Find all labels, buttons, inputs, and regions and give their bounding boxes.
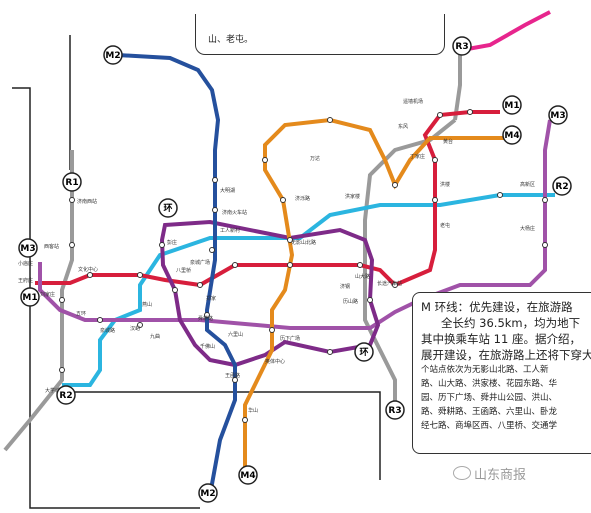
badge-M2-top: M2 [103, 45, 123, 65]
badge-R3-top: R3 [452, 36, 472, 56]
station-label: 高新区 [520, 181, 535, 188]
station-label: 西客站 [44, 243, 59, 250]
badge-M3-west: M3 [18, 238, 38, 258]
svg-text:M2: M2 [200, 489, 215, 499]
station-label: 王函路 [225, 372, 240, 379]
callout-line: 全长约 36.5km，均为地下 [441, 316, 581, 330]
station-label: 大学城 [45, 387, 60, 394]
badge-R2-west: R2 [56, 385, 76, 405]
line-M4-path [243, 117, 505, 470]
callout-line: 路、山大路、洪家楼、花园东路、华 [421, 379, 558, 389]
station-label: 小庙庄 [18, 260, 33, 267]
line-badges: M2 M2 R3 R3 M1 M4 M3 R2 R1 M3 M1 R2 M4 环… [18, 36, 572, 503]
weibo-icon [453, 466, 471, 480]
station-label: 华山 [248, 407, 258, 414]
callout-line: 其中换乘车站 11 座。据介绍， [421, 332, 581, 346]
svg-text:M2: M2 [105, 51, 120, 61]
badge-ring-west: 环 [158, 198, 178, 218]
badge-ring-east: 环 [354, 342, 374, 362]
badge-R1: R1 [62, 172, 82, 192]
svg-text:R3: R3 [388, 406, 401, 416]
station-label: 泉城广场 [190, 259, 210, 266]
station-label: 燕山 [142, 301, 152, 308]
station-label: 长途汽车站 [377, 280, 402, 287]
callout-heading: M 环线：优先建设，在旅游路 [421, 300, 573, 314]
station-label: 刘家庄 [40, 291, 55, 298]
station-label: 六里山 [228, 331, 243, 338]
station-label: 泉城路 [100, 327, 115, 334]
badge-R2-east: R2 [552, 176, 572, 196]
station-label: 老屯 [440, 222, 450, 229]
station-label: 东风 [398, 123, 408, 130]
station-label: 汉峪 [130, 325, 140, 332]
svg-text:R2: R2 [555, 182, 568, 192]
watermark: 山东商报 [453, 464, 526, 483]
station-label: 九曲 [150, 333, 160, 340]
badge-R3-bottom: R3 [385, 400, 405, 420]
station-label: 历山路 [343, 298, 358, 305]
station-dots [59, 109, 548, 423]
station-label: 丁家庄 [410, 153, 425, 160]
top-note-callout: 山、老屯。 [195, 14, 445, 55]
watermark-text: 山东商报 [474, 467, 527, 482]
station-label: 王府庄 [18, 277, 33, 284]
svg-text:M3: M3 [550, 111, 565, 121]
badge-M4-bottom: M4 [238, 465, 258, 485]
line-grey-ring [3, 50, 462, 452]
callout-line: 展开建设，在旅游路上还将下穿大 [421, 348, 591, 362]
line-R3-path [461, 10, 551, 52]
station-label: 万达 [310, 155, 320, 162]
badge-M2-bottom: M2 [198, 483, 218, 503]
svg-text:M4: M4 [504, 131, 519, 141]
station-label: 郑家 [206, 295, 216, 302]
station-label: 五环 [76, 311, 86, 317]
svg-text:R1: R1 [65, 178, 78, 188]
station-label: 黄台 [443, 138, 453, 145]
station-label: 洪楼 [440, 181, 450, 188]
station-label: 彭庄 [167, 239, 177, 246]
station-label: 遥墙机场 [403, 98, 423, 105]
station-label: 历下广场 [280, 335, 300, 342]
station-label: 济泺路 [295, 195, 310, 202]
svg-text:R3: R3 [455, 42, 468, 52]
callout-line: 个站点依次为无影山北路、工人新 [421, 365, 549, 375]
badge-M1-east: M1 [502, 95, 522, 115]
svg-text:M3: M3 [20, 244, 35, 254]
station-label: 无影山北路 [291, 239, 316, 246]
station-label: 奥体中心 [265, 358, 285, 365]
line-M2-path [117, 53, 237, 496]
line-R2-path [62, 193, 555, 387]
station-label: 济钢 [340, 283, 350, 290]
svg-text:环: 环 [359, 347, 368, 358]
station-label: 八里桥 [176, 267, 191, 274]
callout-line: 经七路、商埠区西、八里桥、交通学 [421, 421, 558, 431]
svg-text:M1: M1 [22, 293, 37, 303]
station-labels: 济南西站 文化中心 西客站 小庙庄 王府庄 刘家庄 彭庄 八里桥 泉城广场 大明… [18, 98, 535, 414]
top-note-text: 山、老屯。 [208, 35, 254, 45]
callout-line: 路、舜耕路、王函路、六里山、卧龙 [421, 407, 558, 417]
station-label: 山大路 [355, 273, 370, 280]
station-label: 济南火车站 [222, 209, 247, 216]
station-label: 千佛山 [200, 343, 215, 350]
station-label: 工人新村 [220, 227, 240, 234]
station-label: 大明湖 [220, 187, 235, 194]
svg-text:R2: R2 [59, 391, 72, 401]
svg-text:M4: M4 [240, 471, 255, 481]
line-M1-path [35, 110, 500, 288]
ring-line-callout: M 环线：优先建设，在旅游路 全长约 36.5km，均为地下 其中换乘车站 11… [412, 292, 591, 454]
svg-text:M1: M1 [504, 101, 519, 111]
badge-M1-west: M1 [20, 287, 40, 307]
svg-text:环: 环 [163, 203, 172, 214]
callout-line: 园、历下广场、舜井山公园、洪山、 [421, 393, 558, 403]
station-label: 大杨庄 [520, 225, 535, 232]
station-label: 洪家楼 [345, 193, 360, 200]
badge-M3-east: M3 [548, 105, 568, 125]
station-label: 文化中心 [78, 266, 98, 273]
station-label: 济南西站 [77, 198, 97, 205]
badge-M4-east: M4 [502, 125, 522, 145]
station-label: 舜耕路 [198, 315, 213, 322]
line-M3-path [38, 119, 552, 330]
